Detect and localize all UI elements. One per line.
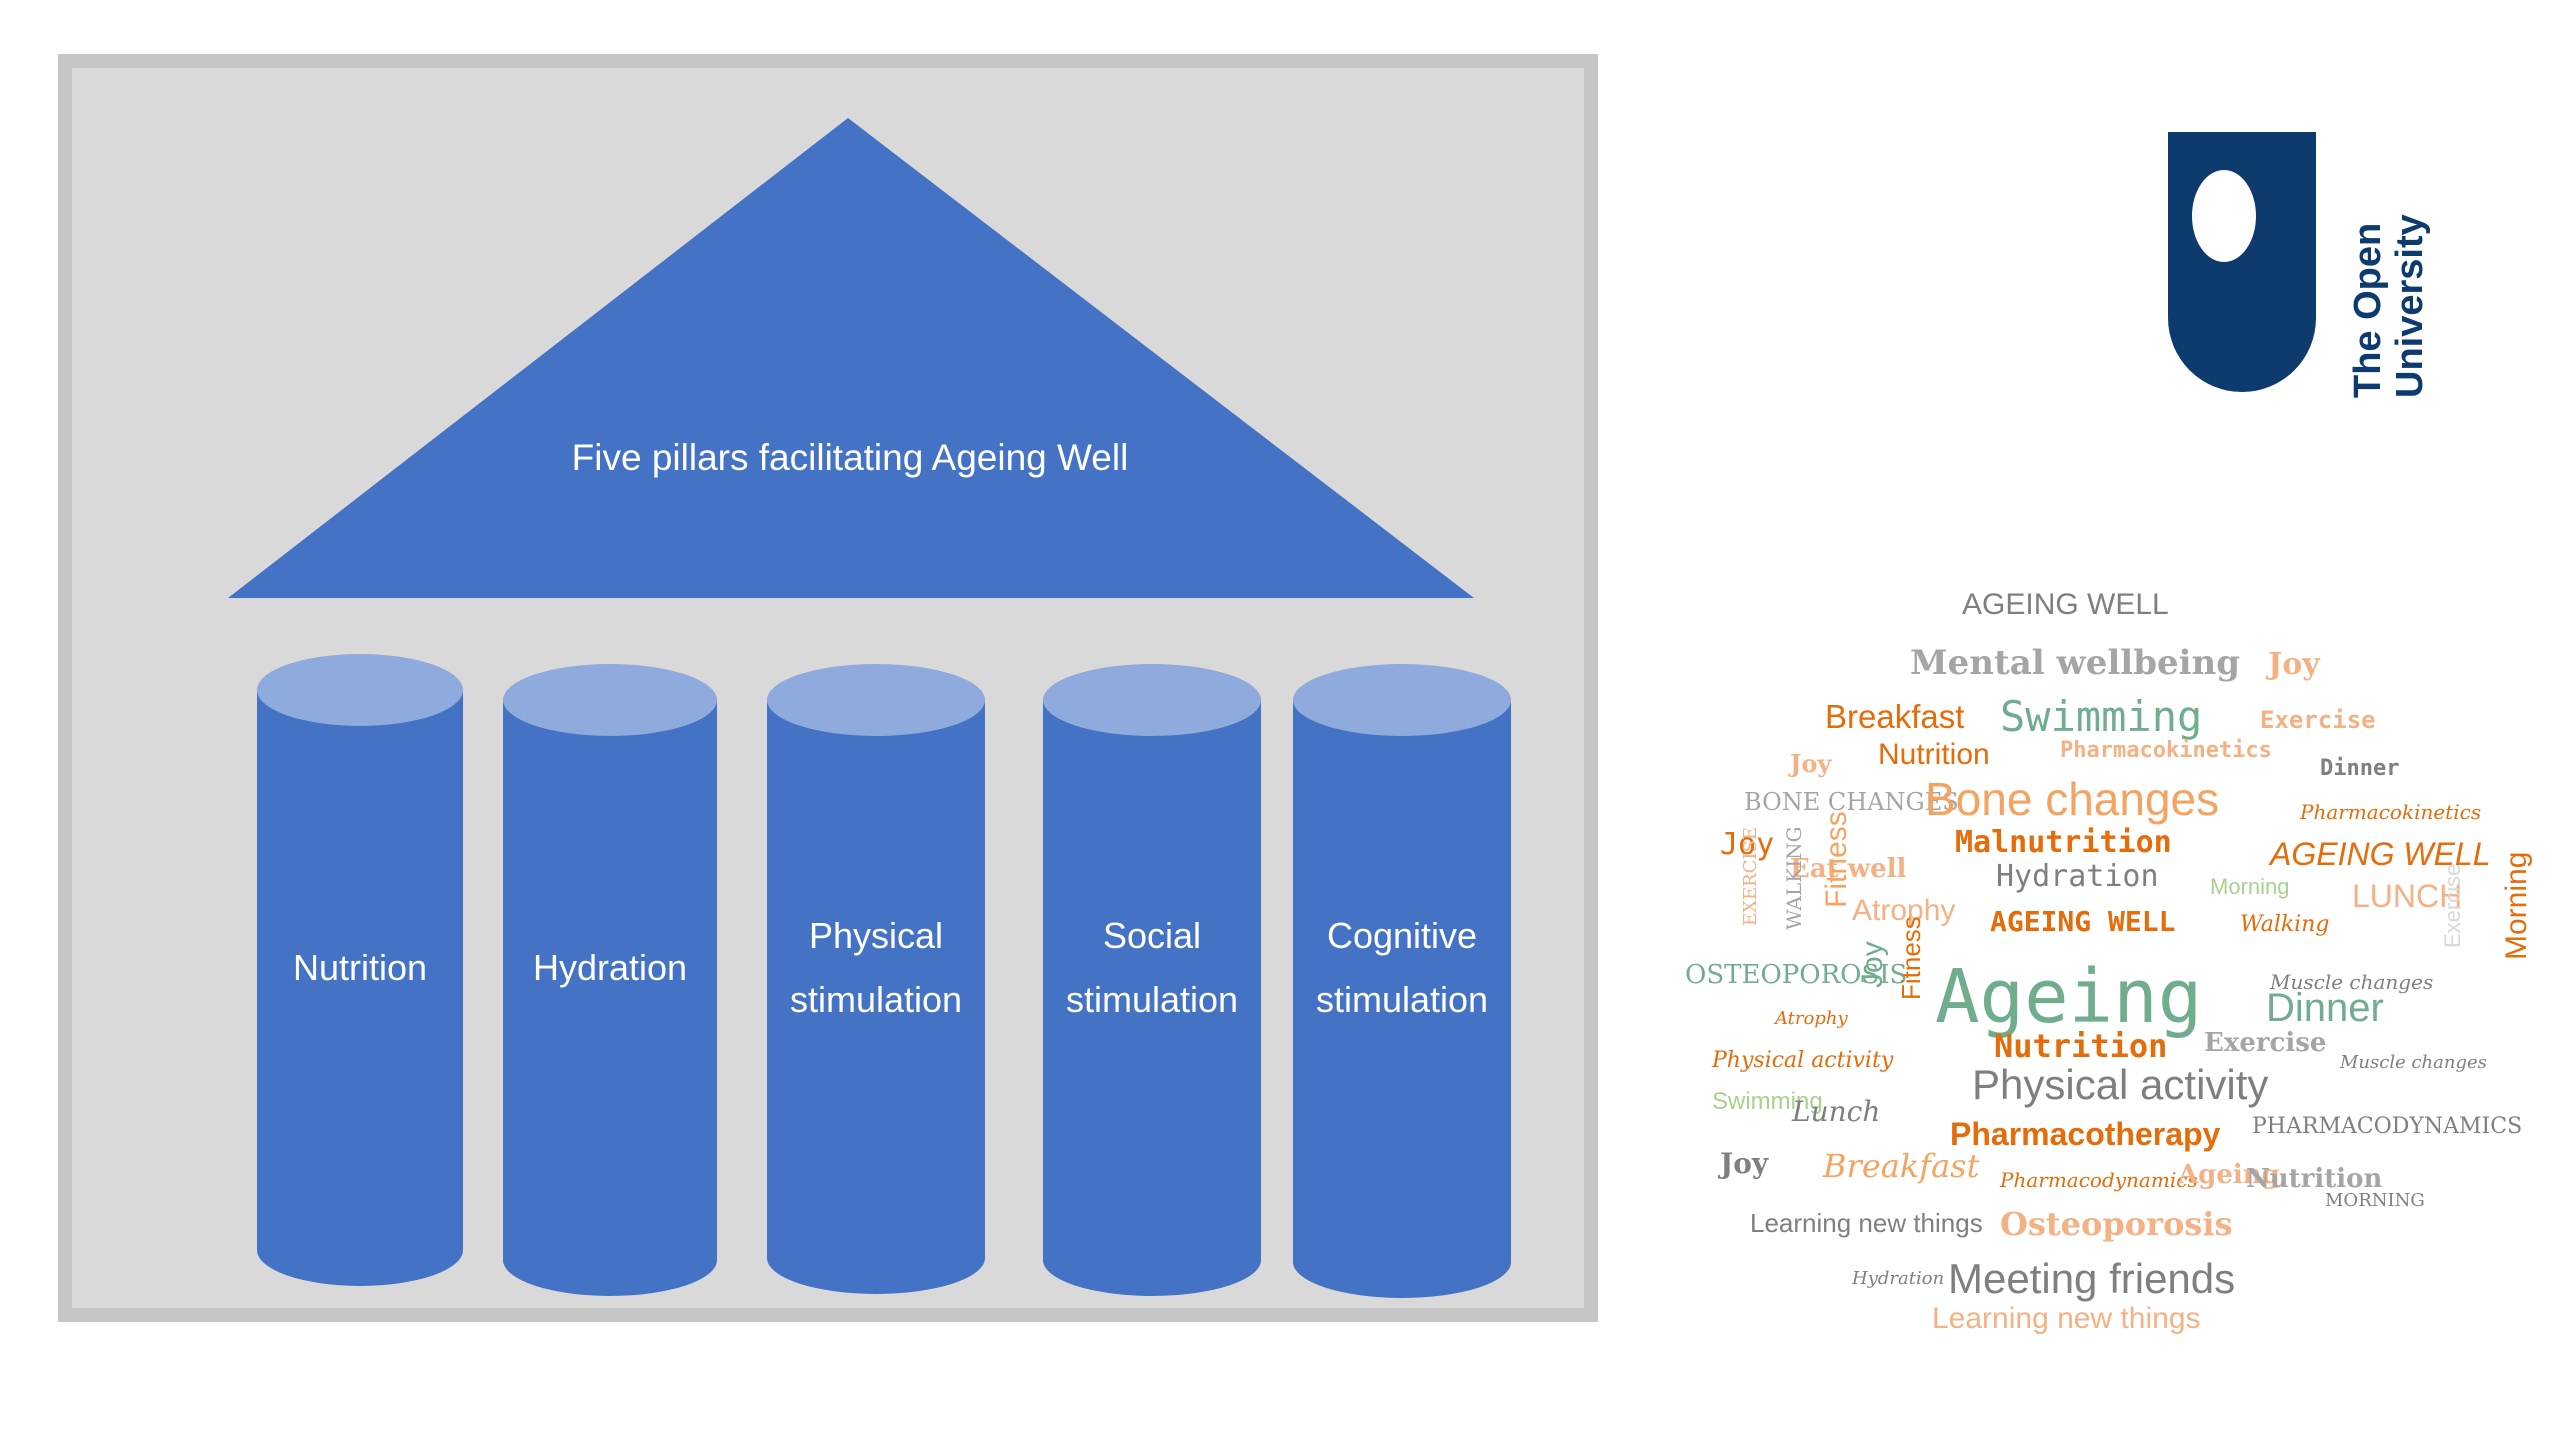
word-cloud-word: Exercise bbox=[2204, 1028, 2327, 1058]
word-cloud-word: Muscle changes bbox=[2270, 970, 2434, 994]
open-university-shield-icon bbox=[2168, 132, 2316, 392]
pillar-2: Hydration bbox=[503, 664, 717, 1296]
word-cloud-word: Eat well bbox=[1790, 854, 1907, 884]
word-cloud-word: Nutrition bbox=[1878, 738, 1990, 771]
word-cloud-word: Pharmacokinetics bbox=[2060, 738, 2272, 763]
word-cloud-word: Dinner bbox=[2320, 756, 2400, 781]
pillar-label: Cognitive bbox=[1327, 915, 1477, 956]
pillar-label: Physical bbox=[809, 915, 943, 956]
pillar-body bbox=[767, 700, 985, 1294]
pillar-label: stimulation bbox=[1316, 979, 1488, 1020]
roof-triangle bbox=[228, 118, 1474, 598]
word-cloud-word: Ageing bbox=[2178, 1160, 2280, 1190]
word-cloud-word: Breakfast bbox=[1825, 698, 1965, 735]
pillar-label: Hydration bbox=[533, 947, 687, 988]
word-cloud-word: Physical activity bbox=[1972, 1061, 2269, 1108]
word-cloud-word: AGEING WELL bbox=[1962, 588, 2169, 621]
word-cloud-word: Hydration bbox=[1852, 1268, 1945, 1289]
open-university-logo bbox=[2168, 132, 2448, 407]
word-cloud-word: Joy bbox=[1720, 1147, 1769, 1180]
pillar-top bbox=[1043, 664, 1261, 736]
pillar-top bbox=[503, 664, 717, 736]
word-cloud-word: Osteoporosis bbox=[2000, 1205, 2233, 1243]
pillar-3: Physical stimulation bbox=[767, 664, 985, 1294]
word-cloud-word: PHARMACODYNAMICS bbox=[2252, 1114, 2523, 1139]
word-cloud-word: EXERCISE bbox=[1740, 827, 1761, 926]
word-cloud-word: Learning new things bbox=[1750, 1208, 1983, 1238]
word-cloud-word: BONE CHANGES bbox=[1744, 788, 1959, 816]
word-cloud-word: OSTEOPOROSIS bbox=[1685, 960, 1908, 990]
pillar-label: Social bbox=[1103, 915, 1201, 956]
word-cloud-word: Meeting friends bbox=[1948, 1255, 2236, 1302]
pillar-1: Nutrition bbox=[257, 654, 463, 1286]
word-cloud-word: Dinner bbox=[2266, 986, 2384, 1030]
word-cloud-word: Learning new things bbox=[1932, 1302, 2201, 1335]
pillar-top bbox=[767, 664, 985, 736]
roof-label: Five pillars facilitating Ageing Well bbox=[572, 437, 1129, 478]
word-cloud-word: Swimming bbox=[1712, 1088, 1823, 1115]
word-cloud-word: Morning bbox=[2500, 851, 2533, 960]
pillar-body bbox=[1043, 700, 1261, 1296]
word-cloud-word: Pharmacokinetics bbox=[2300, 800, 2482, 824]
pillar-top bbox=[257, 654, 463, 726]
word-cloud-word: Fitness bbox=[1896, 916, 1926, 1000]
word-cloud-word: Joy bbox=[1720, 827, 1775, 862]
word-cloud-word: Lunch bbox=[1792, 1095, 1881, 1128]
word-cloud-word: Malnutrition bbox=[1955, 825, 2172, 860]
logo-line-1: The Open bbox=[2347, 223, 2389, 398]
word-cloud-word: Walking bbox=[2240, 912, 2330, 937]
pillar-5: Cognitive stimulation bbox=[1293, 664, 1511, 1298]
pillar-body bbox=[257, 690, 463, 1286]
logo-line-2: University bbox=[2389, 214, 2430, 398]
word-cloud-word: Bone changes bbox=[1925, 773, 2220, 825]
word-cloud-word: MORNING bbox=[2325, 1190, 2425, 1211]
pillar-body bbox=[1293, 700, 1511, 1298]
word-cloud-word: Muscle changes bbox=[2340, 1052, 2487, 1073]
pillar-body bbox=[503, 700, 717, 1296]
word-cloud-word: Fitness bbox=[1820, 811, 1853, 908]
word-cloud-word: Pharmacotherapy bbox=[1950, 1116, 2221, 1152]
pillar-top bbox=[1293, 664, 1511, 736]
word-cloud-word: Nutrition bbox=[2246, 1164, 2383, 1194]
word-cloud-word: Ageing bbox=[1935, 954, 2203, 1040]
pillar-label: Nutrition bbox=[293, 947, 427, 988]
word-cloud-word: Joy bbox=[1790, 749, 1832, 778]
pillar-4: Social stimulation bbox=[1043, 664, 1261, 1296]
word-cloud-word: AGEING WELL bbox=[1990, 905, 2176, 938]
word-cloud-word: Morning bbox=[2210, 874, 2290, 899]
word-cloud-word: Exercise bbox=[2440, 863, 2465, 948]
word-cloud-word: Breakfast bbox=[1823, 1147, 1980, 1185]
pillar-label: stimulation bbox=[1066, 979, 1238, 1020]
word-cloud-word: AGEING WELL bbox=[2270, 836, 2491, 872]
word-cloud-word: WALKING bbox=[1782, 826, 1806, 930]
word-cloud-word: Atrophy bbox=[1775, 1008, 1848, 1029]
open-university-wordmark: The Open University bbox=[2340, 140, 2431, 410]
word-cloud-word: Mental wellbeing bbox=[1910, 643, 2241, 683]
pillar-label: stimulation bbox=[790, 979, 962, 1020]
word-cloud-word: Swimming bbox=[2000, 692, 2203, 741]
word-cloud-word: Nutrition bbox=[1994, 1027, 2168, 1065]
word-cloud-word: LUNCH bbox=[2352, 878, 2463, 914]
word-cloud-word: Exercise bbox=[2260, 706, 2376, 734]
word-cloud-word: Joy bbox=[2268, 647, 2320, 682]
word-cloud-word: Joy bbox=[1856, 941, 1889, 988]
word-cloud-word: Pharmacodynamics bbox=[2000, 1168, 2198, 1192]
word-cloud-word: Hydration bbox=[1996, 859, 2159, 894]
word-cloud-word: Atrophy bbox=[1852, 894, 1956, 927]
word-cloud-word: Physical activity bbox=[1712, 1048, 1894, 1073]
